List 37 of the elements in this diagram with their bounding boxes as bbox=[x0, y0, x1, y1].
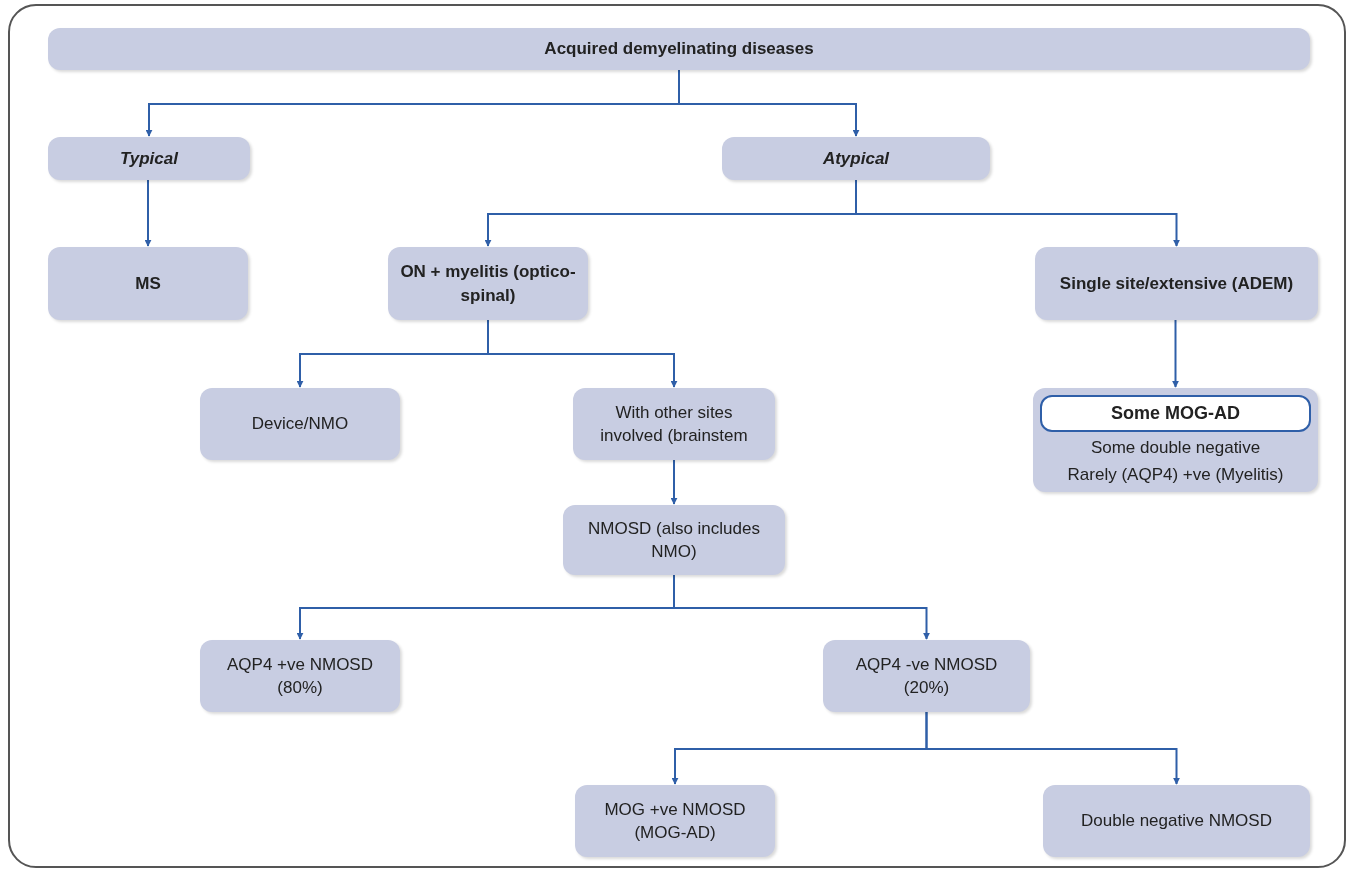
box-text: MS bbox=[135, 272, 161, 295]
box-text: Double negative NMOSD bbox=[1081, 810, 1272, 833]
connector-arrow bbox=[673, 574, 930, 640]
process-box bbox=[575, 785, 775, 857]
connector-arrow bbox=[487, 319, 678, 388]
box-text: MOG +ve NMOSD (MOG-AD) bbox=[603, 798, 747, 844]
process-box bbox=[48, 247, 248, 320]
group-box bbox=[1033, 388, 1318, 492]
process-box bbox=[722, 137, 990, 180]
box-text: AQP4 +ve NMOSD (80%) bbox=[226, 653, 374, 699]
box-text: Some double negative bbox=[1090, 436, 1261, 459]
box-text: NMOSD (also includes NMO) bbox=[587, 517, 761, 563]
box-text: Device/NMO bbox=[251, 413, 349, 436]
process-box bbox=[823, 640, 1030, 712]
connector-arrow bbox=[144, 179, 152, 247]
process-box bbox=[200, 640, 400, 712]
box-text: AQP4 -ve NMOSD (20%) bbox=[854, 653, 999, 699]
connector-arrow bbox=[678, 69, 860, 137]
process-box bbox=[48, 137, 250, 180]
box-text: Acquired demyelinating diseases bbox=[544, 38, 814, 61]
process-box bbox=[563, 505, 785, 575]
box-text: Rarely (AQP4) +ve (Myelitis) bbox=[1067, 464, 1284, 487]
box-text: Atypical bbox=[822, 147, 890, 170]
connector-arrow bbox=[670, 459, 678, 505]
process-box bbox=[388, 247, 588, 320]
connector-arrow bbox=[1172, 319, 1179, 388]
inner-box: Some MOG-AD bbox=[1040, 395, 1311, 432]
box-text: Typical bbox=[120, 147, 178, 170]
connector-arrow bbox=[925, 711, 1180, 785]
process-box bbox=[48, 28, 1310, 70]
process-box bbox=[573, 388, 775, 460]
box-text: ON + myelitis (optico-spinal) bbox=[400, 261, 576, 307]
box-text: With other sites involved (brainstem bbox=[599, 401, 749, 447]
process-box bbox=[1043, 785, 1310, 857]
process-box bbox=[200, 388, 400, 460]
box-text: Single site/extensive (ADEM) bbox=[1059, 272, 1294, 295]
process-box bbox=[1035, 247, 1318, 320]
